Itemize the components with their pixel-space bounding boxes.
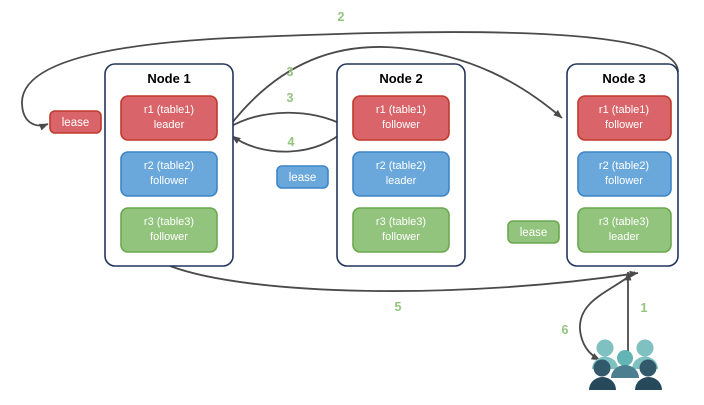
node1-replica-r2-name: r2 (table2) [144,160,194,172]
edge-step-3-to-node2 [227,111,346,129]
node3-title: Node 3 [602,71,645,86]
lease-badge-red-label: lease [62,117,90,129]
lease-badge-green[interactable]: lease [507,220,560,244]
lease-badge-blue-label: lease [289,172,317,184]
node2-replica-r2-box [352,151,450,197]
node2-replica-r1-role: follower [382,119,420,131]
step-label-3b: 3 [287,91,294,105]
node1-replica-r3-name: r3 (table3) [144,216,194,228]
lease-badge-red[interactable]: lease [49,110,102,134]
step-label-4: 4 [288,135,295,149]
node3-replica-r3[interactable]: r3 (table3) leader [577,207,672,253]
node1-replica-r3-box [120,207,218,253]
node3-replica-r1-name: r1 (table1) [599,104,649,116]
step-label-1: 1 [641,301,648,315]
node3-replica-r2-role: follower [605,175,643,187]
node3-replica-r3-role: leader [609,231,640,243]
node2-replica-r1-box [352,95,450,141]
node2-replica-r3-role: follower [382,231,420,243]
node1-replica-r3[interactable]: r3 (table3) follower [120,207,218,253]
edge-step-2 [21,31,679,131]
node1-replica-r1[interactable]: r1 (table1) leader [120,95,218,141]
node1-title: Node 1 [147,71,190,86]
node2-replica-r3-name: r3 (table3) [376,216,426,228]
node3-replica-r2-box [577,151,672,197]
people-icon [589,339,662,390]
step-label-2: 2 [338,10,345,24]
step-label-6: 6 [562,323,569,337]
lease-badge-green-box [507,220,560,244]
node2-replica-r2[interactable]: r2 (table2) leader [352,151,450,197]
lease-badge-blue[interactable]: lease [276,165,329,189]
edge-step-5 [169,265,639,292]
node1-replica-r2-role: follower [150,175,188,187]
node1-replica-r1-name: r1 (table1) [144,104,194,116]
node3-replica-r2[interactable]: r2 (table2) follower [577,151,672,197]
node2-title: Node 2 [379,71,422,86]
edge-step-3-to-node3 [227,46,563,129]
node3-replica-r2-name: r2 (table2) [599,160,649,172]
node-node2[interactable]: Node 2 r1 (table1) follower r2 (table2) … [336,63,466,267]
node1-replica-r2-box [120,151,218,197]
node3-replica-r1-box [577,95,672,141]
node1-replica-r3-role: follower [150,231,188,243]
node2-replica-r3-box [352,207,450,253]
node3-replica-r3-box [577,207,672,253]
node2-replica-r1-name: r1 (table1) [376,104,426,116]
step-label-3a: 3 [287,65,294,79]
edge-step-6 [579,271,636,361]
node1-replica-r1-role: leader [154,119,185,131]
lease-badge-red-box [49,110,102,134]
lease-badge-green-label: lease [520,227,548,239]
step-label-5: 5 [395,300,402,314]
node2-replica-r2-role: leader [386,175,417,187]
node1-replica-r1-box [120,95,218,141]
node3-replica-r1[interactable]: r1 (table1) follower [577,95,672,141]
node3-replica-r3-name: r3 (table3) [599,216,649,228]
node-node1[interactable]: Node 1 r1 (table1) leader r2 (table2) fo… [104,63,234,267]
node-node3[interactable]: Node 3 r1 (table1) follower r2 (table2) … [566,63,679,267]
node2-replica-r1[interactable]: r1 (table1) follower [352,95,450,141]
lease-badge-blue-box [276,165,329,189]
node2-replica-r3[interactable]: r3 (table3) follower [352,207,450,253]
node2-replica-r2-name: r2 (table2) [376,160,426,172]
node1-replica-r2[interactable]: r2 (table2) follower [120,151,218,197]
node3-replica-r1-role: follower [605,119,643,131]
